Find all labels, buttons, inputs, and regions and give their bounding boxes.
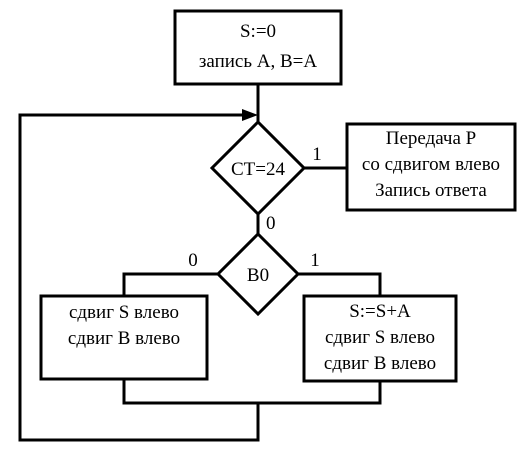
- ct-decision: [209, 119, 307, 217]
- add-and-shift-block: [302, 294, 458, 383]
- init-line-2: запись A, B=A: [199, 51, 317, 72]
- edge-b0-to-shift-only: [122, 272, 224, 298]
- add-and-shift-line-2: сдвиг S влево: [325, 327, 435, 348]
- shift-only-line-1: сдвиг S влево: [69, 302, 179, 323]
- edge-merge: [122, 377, 382, 405]
- add-and-shift-line-3: сдвиг B влево: [324, 353, 436, 374]
- edge-b0-to-add-and-shift: [294, 272, 382, 298]
- shift-only-line-2: сдвиг B влево: [68, 328, 180, 349]
- shift-only-block: [39, 294, 209, 381]
- ct-branch-yes-label: 1: [312, 144, 322, 165]
- init-block: [173, 9, 343, 86]
- ct-decision-label: CT=24: [231, 159, 285, 180]
- ct-branch-no-label: 0: [266, 213, 276, 234]
- init-line-1: S:=0: [240, 21, 276, 42]
- edge-loop-back: [18, 113, 260, 442]
- output-line-3: Запись ответа: [375, 180, 487, 201]
- output-line-2: со сдвигом влево: [362, 154, 500, 175]
- b0-decision-label: B0: [247, 265, 269, 286]
- add-and-shift-line-1: S:=S+A: [349, 301, 411, 322]
- b0-branch-right-label: 1: [310, 250, 320, 271]
- output-block: [345, 122, 517, 212]
- b0-branch-left-label: 0: [188, 250, 198, 271]
- connector-lines: [18, 82, 382, 442]
- loop-arrowhead-icon: [242, 109, 258, 121]
- b0-decision: [215, 231, 301, 317]
- output-line-1: Передача P: [386, 128, 476, 149]
